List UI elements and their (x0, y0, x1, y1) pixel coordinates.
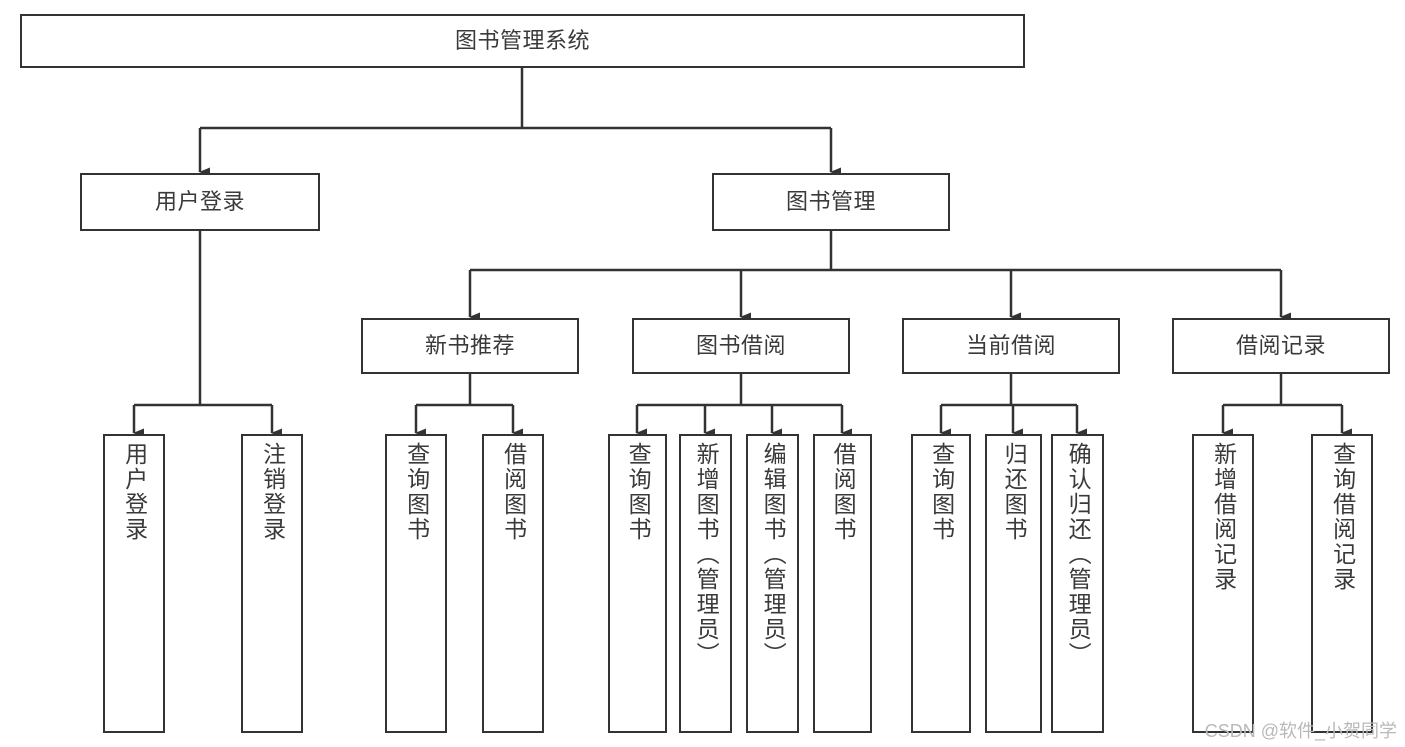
node-leaf-return-book[interactable]: 归还图书 (985, 434, 1042, 733)
node-leaf-user-login[interactable]: 用户登录 (103, 434, 165, 733)
node-new-book-rec[interactable]: 新书推荐 (361, 318, 579, 374)
node-label-leaf-query-book-cur: 查询图书 (928, 442, 955, 542)
node-label-leaf-query-book: 查询图书 (625, 442, 652, 542)
node-label-leaf-user-login: 用户登录 (121, 442, 148, 542)
node-label-leaf-add-book: 新增图书（管理员） (693, 442, 720, 667)
node-label-leaf-return-book: 归还图书 (1001, 442, 1028, 542)
node-leaf-borrow-book-rec[interactable]: 借阅图书 (482, 434, 544, 733)
node-label-leaf-edit-book: 编辑图书（管理员） (760, 442, 787, 667)
node-borrow-record[interactable]: 借阅记录 (1172, 318, 1390, 374)
node-leaf-query-book-cur[interactable]: 查询图书 (911, 434, 971, 733)
node-label-root: 图书管理系统 (454, 28, 590, 54)
node-leaf-add-record[interactable]: 新增借阅记录 (1192, 434, 1254, 733)
node-leaf-borrow-book[interactable]: 借阅图书 (813, 434, 872, 733)
node-book-manage[interactable]: 图书管理 (712, 173, 950, 231)
node-label-current-borrow: 当前借阅 (965, 333, 1056, 359)
node-current-borrow[interactable]: 当前借阅 (902, 318, 1120, 374)
node-leaf-query-record[interactable]: 查询借阅记录 (1311, 434, 1373, 733)
node-root[interactable]: 图书管理系统 (20, 14, 1025, 68)
node-label-user-login: 用户登录 (154, 189, 245, 215)
node-leaf-add-book[interactable]: 新增图书（管理员） (679, 434, 732, 733)
node-label-borrow-record: 借阅记录 (1235, 333, 1326, 359)
node-leaf-query-book-rec[interactable]: 查询图书 (385, 434, 447, 733)
node-label-leaf-add-record: 新增借阅记录 (1210, 442, 1237, 592)
node-leaf-edit-book[interactable]: 编辑图书（管理员） (746, 434, 799, 733)
node-label-leaf-user-logout: 注销登录 (259, 442, 286, 542)
node-label-leaf-borrow-book: 借阅图书 (830, 442, 857, 542)
node-label-book-manage: 图书管理 (785, 189, 876, 215)
csdn-watermark: CSDN @软件_小贺同学 (1204, 721, 1397, 741)
node-label-leaf-query-book-rec: 查询图书 (403, 442, 430, 542)
node-user-login[interactable]: 用户登录 (80, 173, 320, 231)
node-label-new-book-rec: 新书推荐 (424, 333, 515, 359)
node-leaf-user-logout[interactable]: 注销登录 (241, 434, 303, 733)
node-leaf-confirm-return[interactable]: 确认归还（管理员） (1051, 434, 1104, 733)
node-label-leaf-borrow-book-rec: 借阅图书 (500, 442, 527, 542)
node-leaf-query-book[interactable]: 查询图书 (608, 434, 667, 733)
tree-connectors (132, 68, 1352, 438)
node-book-borrow[interactable]: 图书借阅 (632, 318, 850, 374)
node-label-leaf-confirm-return: 确认归还（管理员） (1065, 442, 1092, 667)
node-label-book-borrow: 图书借阅 (695, 333, 786, 359)
node-label-leaf-query-record: 查询借阅记录 (1329, 442, 1356, 592)
